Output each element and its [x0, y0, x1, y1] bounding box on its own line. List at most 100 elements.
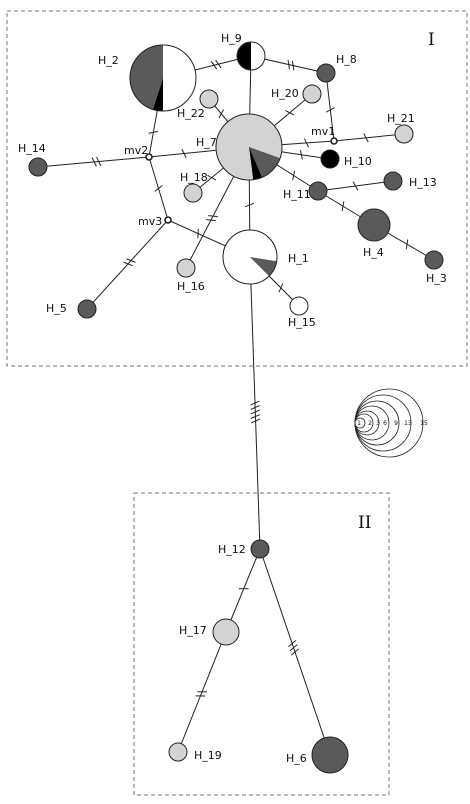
- haplotype-node-H_6: [311, 736, 349, 774]
- haplotype-node-H_7: [215, 113, 283, 181]
- edge-H_8-mv1: [325, 72, 335, 142]
- node-labels: H_1 H_2 H_3 H_4 H_5 H_6 H_7 H_8 H_9 H_10…: [18, 32, 447, 765]
- mutation-tick: [352, 181, 359, 191]
- haplotype-node-H_10: [320, 149, 340, 169]
- size-legend-label: 6: [383, 420, 387, 427]
- size-legend-label: 13: [404, 420, 412, 427]
- mutation-tick: [291, 60, 295, 71]
- node-label-mv2: mv2: [124, 144, 148, 157]
- mutation-tick: [218, 109, 225, 119]
- haplotype-node-mv3: [164, 216, 172, 224]
- edge-mv2-mv3: [148, 156, 169, 221]
- size-legend-label: 9: [394, 420, 398, 427]
- mutation-tick: [290, 648, 300, 656]
- haplotype-node-H_18: [183, 183, 203, 203]
- mutation-tick: [181, 148, 187, 159]
- haplotype-node-H_2: [129, 44, 197, 112]
- edge-mv1-H_21: [333, 133, 405, 143]
- mutation-tick: [215, 59, 222, 69]
- haplotype-node-H_9: [236, 41, 266, 71]
- edge-mv3-H_5: [86, 219, 169, 310]
- node-label-H_11: H_11: [283, 188, 311, 201]
- node-label-H_4: H_4: [363, 246, 384, 259]
- mutation-tick: [299, 149, 303, 160]
- node-label-H_1: H_1: [288, 252, 309, 265]
- mutation-tick: [250, 414, 261, 419]
- node-label-mv1: mv1: [311, 125, 335, 138]
- node-label-H_19: H_19: [194, 749, 222, 762]
- mutation-tick: [126, 258, 136, 263]
- node-label-H_13: H_13: [409, 176, 437, 189]
- mutation-tick: [206, 219, 216, 222]
- haplotype-node-H_11: [308, 181, 328, 201]
- mutation-tick: [250, 405, 260, 410]
- haplotype-node-H_21: [394, 124, 414, 144]
- mutation-tick: [210, 61, 218, 70]
- mutation-tick: [250, 400, 260, 406]
- node-label-H_8: H_8: [336, 53, 357, 66]
- mutation-tick: [96, 156, 102, 167]
- node-label-H_9: H_9: [221, 32, 242, 45]
- size-legend-label: 3: [376, 420, 380, 427]
- edge-H_17-H_19: [177, 631, 227, 753]
- mutation-tick: [405, 239, 409, 250]
- haplotype-node-H_4: [357, 208, 391, 242]
- haplotype-node-H_3: [424, 250, 444, 270]
- size-legend-label: 15: [420, 420, 428, 427]
- haplotype-node-H_16: [176, 258, 196, 278]
- haplotype-node-H_1: [222, 229, 278, 285]
- size-legend-label: 1: [357, 420, 361, 427]
- haplotype-node-H_8: [316, 63, 336, 83]
- group-box-II: [133, 492, 390, 796]
- edge-mv2-H_14: [37, 156, 150, 168]
- mutation-tick: [250, 418, 261, 424]
- mutation-tick: [250, 409, 260, 415]
- node-label-H_5: H_5: [46, 302, 67, 315]
- mutation-tick: [289, 644, 298, 652]
- node-label-H_2: H_2: [98, 54, 119, 67]
- group-label-I: I: [428, 30, 435, 50]
- node-label-H_14: H_14: [18, 142, 46, 155]
- haplotype-node-mv2: [145, 153, 153, 161]
- haplotype-node-H_13: [383, 171, 403, 191]
- edge-H_1-H_12: [249, 256, 261, 550]
- haplotype-node-H_5: [77, 299, 97, 319]
- haplotype-node-H_22: [199, 89, 219, 109]
- network-nodes: [28, 41, 444, 774]
- node-label-mv3: mv3: [138, 215, 162, 228]
- mutation-tick: [292, 170, 296, 181]
- node-label-H_16: H_16: [177, 280, 205, 293]
- mutation-tick: [288, 639, 297, 647]
- size-legend-label: 2: [368, 420, 372, 427]
- node-label-H_21: H_21: [387, 112, 415, 125]
- node-label-H_20: H_20: [271, 87, 299, 100]
- node-label-H_10: H_10: [344, 155, 372, 168]
- mutation-tick: [207, 174, 217, 181]
- node-label-H_12: H_12: [218, 543, 246, 556]
- haplotype-node-H_17: [212, 618, 240, 646]
- mutation-tick: [285, 110, 295, 116]
- mutation-tick: [197, 228, 199, 239]
- mutation-tick: [244, 202, 255, 208]
- mutation-tick: [341, 201, 345, 212]
- edge-H_11-H_13: [317, 180, 394, 192]
- mutation-tick: [91, 157, 97, 167]
- node-label-H_7: H_7: [196, 136, 217, 149]
- group-label-II: II: [358, 513, 371, 533]
- node-label-H_15: H_15: [288, 316, 316, 329]
- mutation-tick: [325, 107, 335, 113]
- node-label-H_3: H_3: [426, 272, 447, 285]
- haplotype-node-H_19: [168, 742, 188, 762]
- haplotype-node-H_14: [28, 157, 48, 177]
- node-label-H_18: H_18: [180, 171, 208, 184]
- mutation-tick: [154, 185, 163, 192]
- edge-H_12-H_6: [259, 548, 331, 756]
- haplotype-node-H_15: [289, 296, 309, 316]
- edge-H_12-H_17: [225, 548, 261, 633]
- node-label-H_22: H_22: [177, 107, 205, 120]
- mutation-tick: [363, 133, 369, 143]
- haplotype-node-mv1: [330, 137, 338, 145]
- group-box-I: [6, 10, 468, 367]
